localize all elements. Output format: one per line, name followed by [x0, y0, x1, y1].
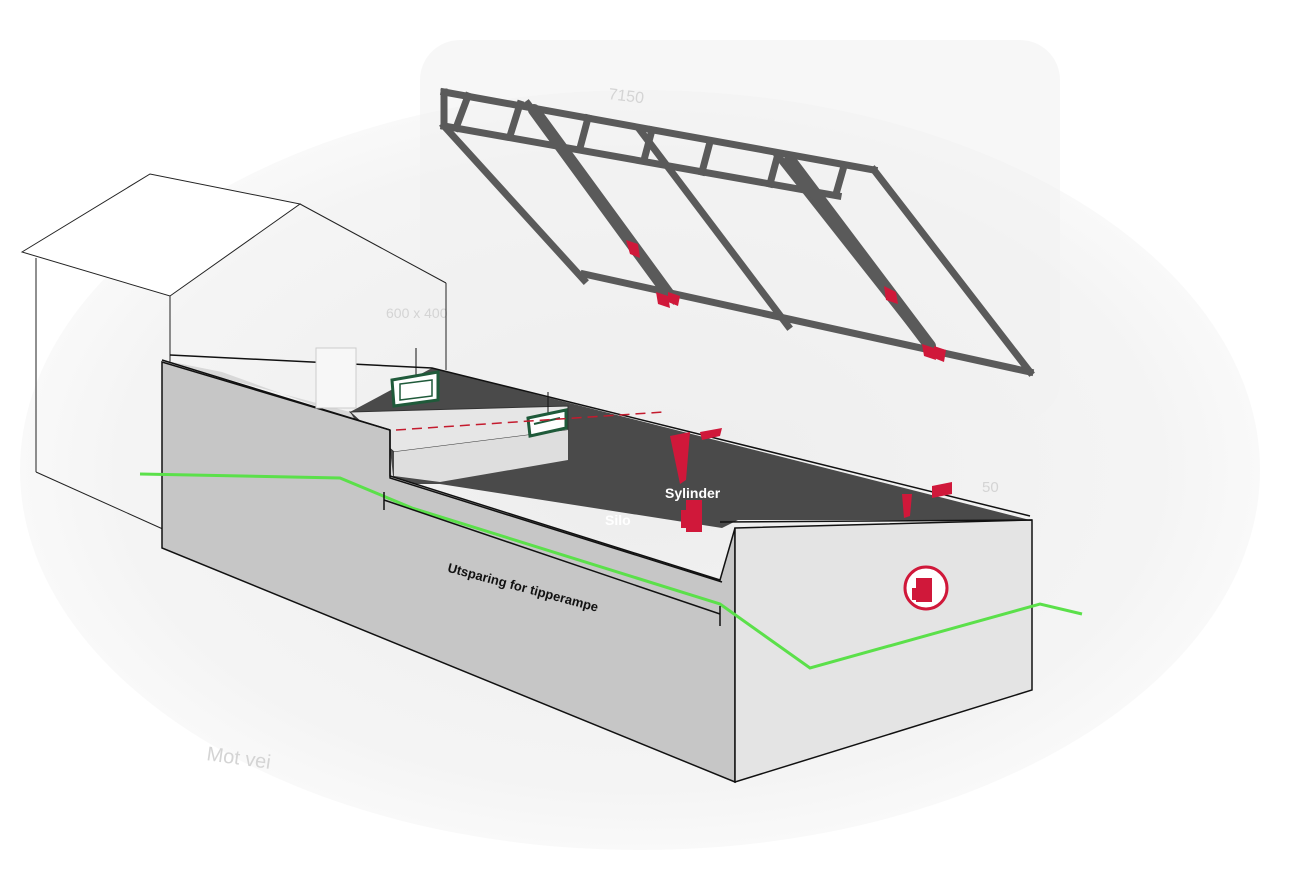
roof-frame-thick	[528, 104, 936, 352]
cylinder-icon	[670, 428, 952, 532]
label-sylinder: Sylinder	[665, 485, 721, 501]
cylinder-badge-icon	[903, 565, 949, 611]
faint-dimension-right: 50	[982, 479, 999, 496]
end-wall	[734, 519, 1033, 784]
recess-dimension	[383, 492, 721, 626]
vent-box	[315, 347, 357, 409]
red-dashed-line	[395, 411, 665, 431]
ground-line	[139, 472, 1083, 670]
roof-brackets	[626, 240, 946, 362]
house-outline	[20, 173, 447, 531]
label-silo: Silo	[605, 512, 631, 528]
front-wall-top	[161, 359, 391, 431]
background-haze-top	[420, 40, 1060, 420]
recess-back-wall	[394, 430, 568, 482]
end-wall-top-edge	[719, 519, 1033, 523]
faint-dimension-width: 7150	[608, 86, 646, 107]
hatch-1	[390, 370, 440, 408]
faint-dimension-hatch: 600 x 400	[386, 305, 448, 321]
recess-edge	[389, 430, 723, 583]
back-rim	[169, 354, 1031, 517]
